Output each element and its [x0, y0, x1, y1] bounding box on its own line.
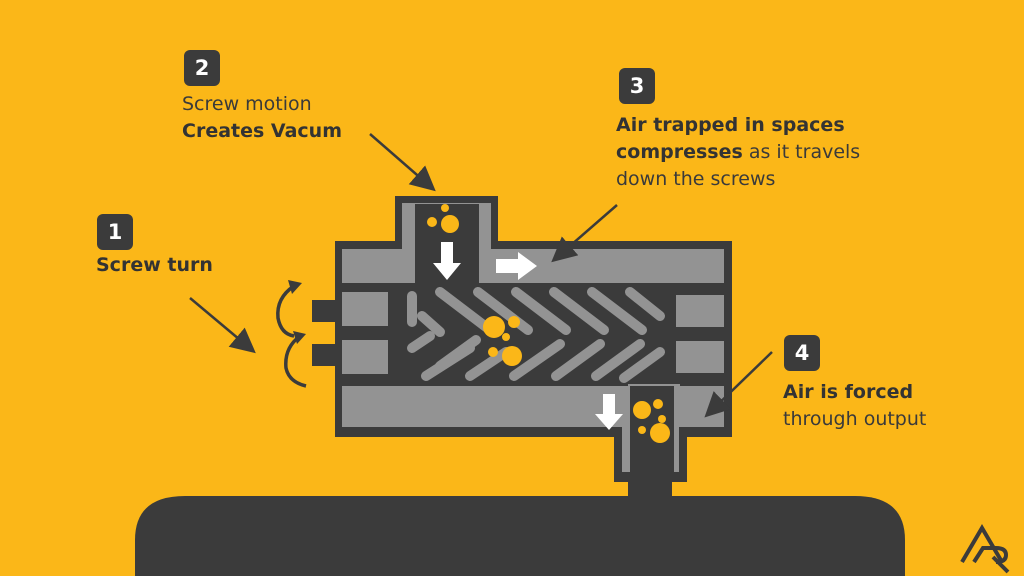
bearing-upper-left [342, 292, 388, 326]
step-3-badge: 3 [619, 68, 655, 104]
step-3-bold-line-1: Air trapped in spaces [616, 114, 845, 136]
step-3-label: Air trapped in spaces compresses as it t… [616, 112, 860, 193]
bearing-lower-right [676, 341, 724, 373]
shaft-lower-left [312, 344, 344, 366]
flow-arrow-icon [433, 242, 623, 430]
rotation-arrowhead-icon [288, 280, 306, 344]
bearing-lower-left [342, 340, 388, 374]
step-3-light-line-2: as it travels [742, 141, 861, 163]
step-3-bold-line-2: compresses [616, 141, 743, 163]
step-2-label: Screw motion Creates Vacum [182, 91, 342, 145]
step-4-light-text: through output [783, 408, 927, 430]
step-4-bold-text: Air is forced [783, 381, 914, 403]
step-4-number: 4 [794, 341, 810, 365]
air-bubbles [427, 204, 670, 443]
step-1-number: 1 [107, 220, 123, 244]
step-4-label: Air is forced through output [783, 379, 926, 433]
step-1-badge: 1 [97, 214, 133, 250]
step-2-number: 2 [194, 56, 210, 80]
step-1-bold-text: Screw turn [96, 254, 213, 276]
step-3-light-line-3: down the screws [616, 168, 776, 190]
bearing-upper-right [676, 295, 724, 327]
step-3-number: 3 [629, 74, 645, 98]
rotation-arrow-icon [276, 284, 307, 388]
air-tank [135, 496, 905, 576]
lower-screw-flights [407, 331, 665, 383]
brand-logo-icon [960, 524, 1010, 574]
step-1-label: Screw turn [96, 252, 213, 279]
step-2-badge: 2 [184, 50, 220, 86]
step-2-bold-text: Creates Vacum [182, 120, 342, 142]
outlet-channel [342, 384, 724, 472]
shaft-upper-left [312, 300, 344, 322]
callout-pointers [189, 133, 773, 418]
step-2-light-text: Screw motion [182, 93, 312, 115]
step-4-badge: 4 [784, 335, 820, 371]
